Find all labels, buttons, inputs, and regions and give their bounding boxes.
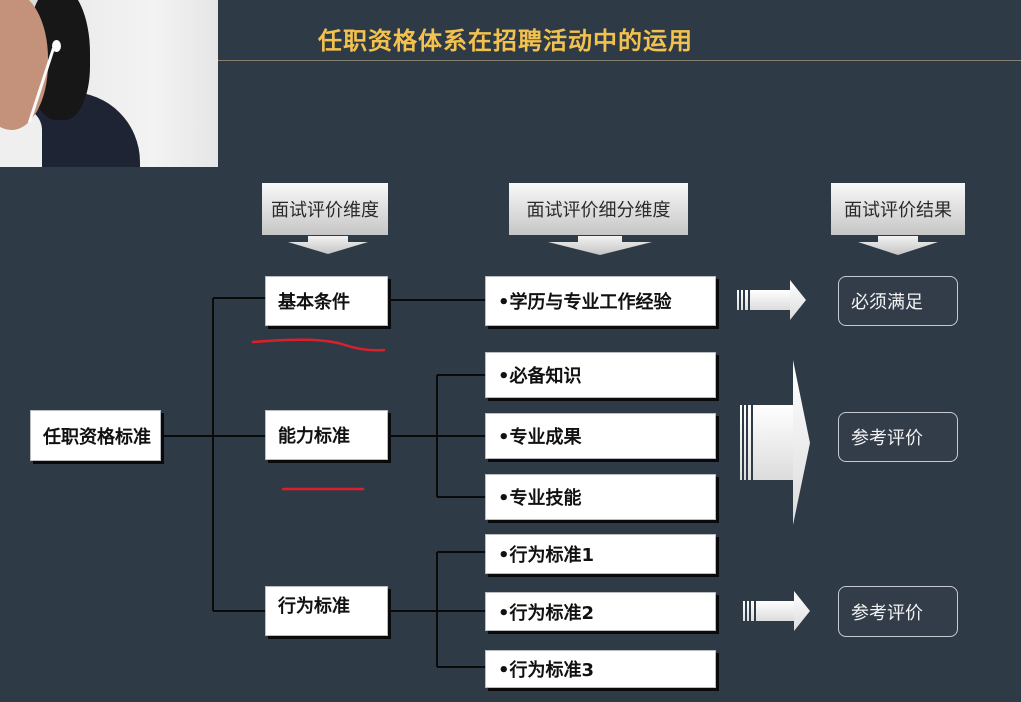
arrow-down-icon — [858, 236, 938, 255]
presenter-webcam — [0, 0, 218, 167]
column-header-dimension: 面试评价维度 — [262, 183, 388, 235]
dimension-node-basic: 基本条件 — [265, 276, 388, 326]
pen-annotation-stroke — [251, 338, 386, 352]
arrow-down-icon — [548, 236, 652, 255]
dimension-node-behavior: 行为标准 — [265, 586, 388, 636]
result-node-reference: 参考评价 — [838, 586, 958, 637]
dimension-node-ability: 能力标准 — [265, 410, 388, 460]
sub-dimension-node: •学历与专业工作经验 — [485, 276, 716, 326]
sub-dimension-node: •专业技能 — [485, 474, 716, 520]
column-header-sub-dimension: 面试评价细分维度 — [509, 183, 688, 235]
arrow-right-icon — [743, 591, 810, 631]
sub-dimension-node: •行为标准2 — [485, 592, 716, 631]
result-node-required: 必须满足 — [838, 276, 958, 326]
slide-title: 任职资格体系在招聘活动中的运用 — [318, 27, 693, 55]
earphone-icon — [52, 40, 61, 52]
arrow-right-icon — [740, 360, 810, 525]
root-node: 任职资格标准 — [30, 410, 161, 461]
sub-dimension-node: •行为标准3 — [485, 650, 716, 688]
result-node-reference: 参考评价 — [838, 412, 958, 462]
sub-dimension-node: •行为标准1 — [485, 534, 716, 574]
arrow-down-icon — [288, 236, 368, 254]
sub-dimension-node: •专业成果 — [485, 413, 716, 459]
column-header-result: 面试评价结果 — [831, 183, 965, 235]
sub-dimension-node: •必备知识 — [485, 352, 716, 398]
arrow-right-icon — [737, 280, 806, 320]
title-divider — [218, 60, 1021, 61]
